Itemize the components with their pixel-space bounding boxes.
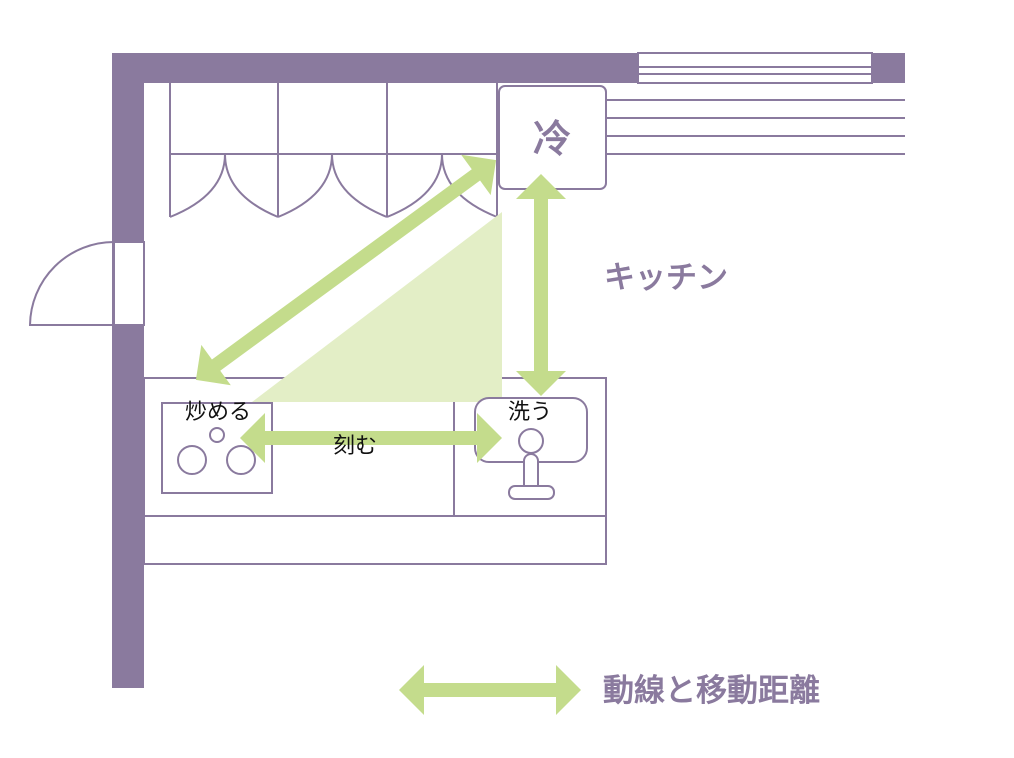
wash-label: 洗う <box>508 400 552 425</box>
top-wall-end <box>872 53 905 83</box>
work-triangle <box>252 212 502 402</box>
sink <box>474 397 588 500</box>
top-wall <box>112 53 638 83</box>
legend-label: 動線と移動距離 <box>603 673 820 709</box>
burner-small-icon <box>209 427 225 443</box>
fridge-label: 冷 <box>533 117 571 161</box>
stir-fry-label: 炒める <box>185 400 251 425</box>
kitchen-label: キッチン <box>604 260 728 296</box>
legend-arrow-icon <box>399 665 581 715</box>
upper-cabinet <box>169 83 498 218</box>
floor-lines <box>606 99 905 155</box>
burner-left-icon <box>177 445 207 475</box>
arrow-sink-fridge-icon <box>516 174 566 396</box>
walls <box>112 53 905 688</box>
left-wall <box>112 53 144 688</box>
arrow-fridge-stove-icon <box>195 154 497 386</box>
legend: 動線と移動距離 <box>399 665 820 715</box>
arrow-stove-sink-icon <box>240 413 502 463</box>
entrance-door <box>28 241 145 326</box>
burner-right-icon <box>226 445 256 475</box>
fridge: 冷 <box>498 85 607 190</box>
chop-label: 刻む <box>333 434 377 459</box>
window <box>637 52 873 84</box>
movement-arrows <box>195 154 566 463</box>
